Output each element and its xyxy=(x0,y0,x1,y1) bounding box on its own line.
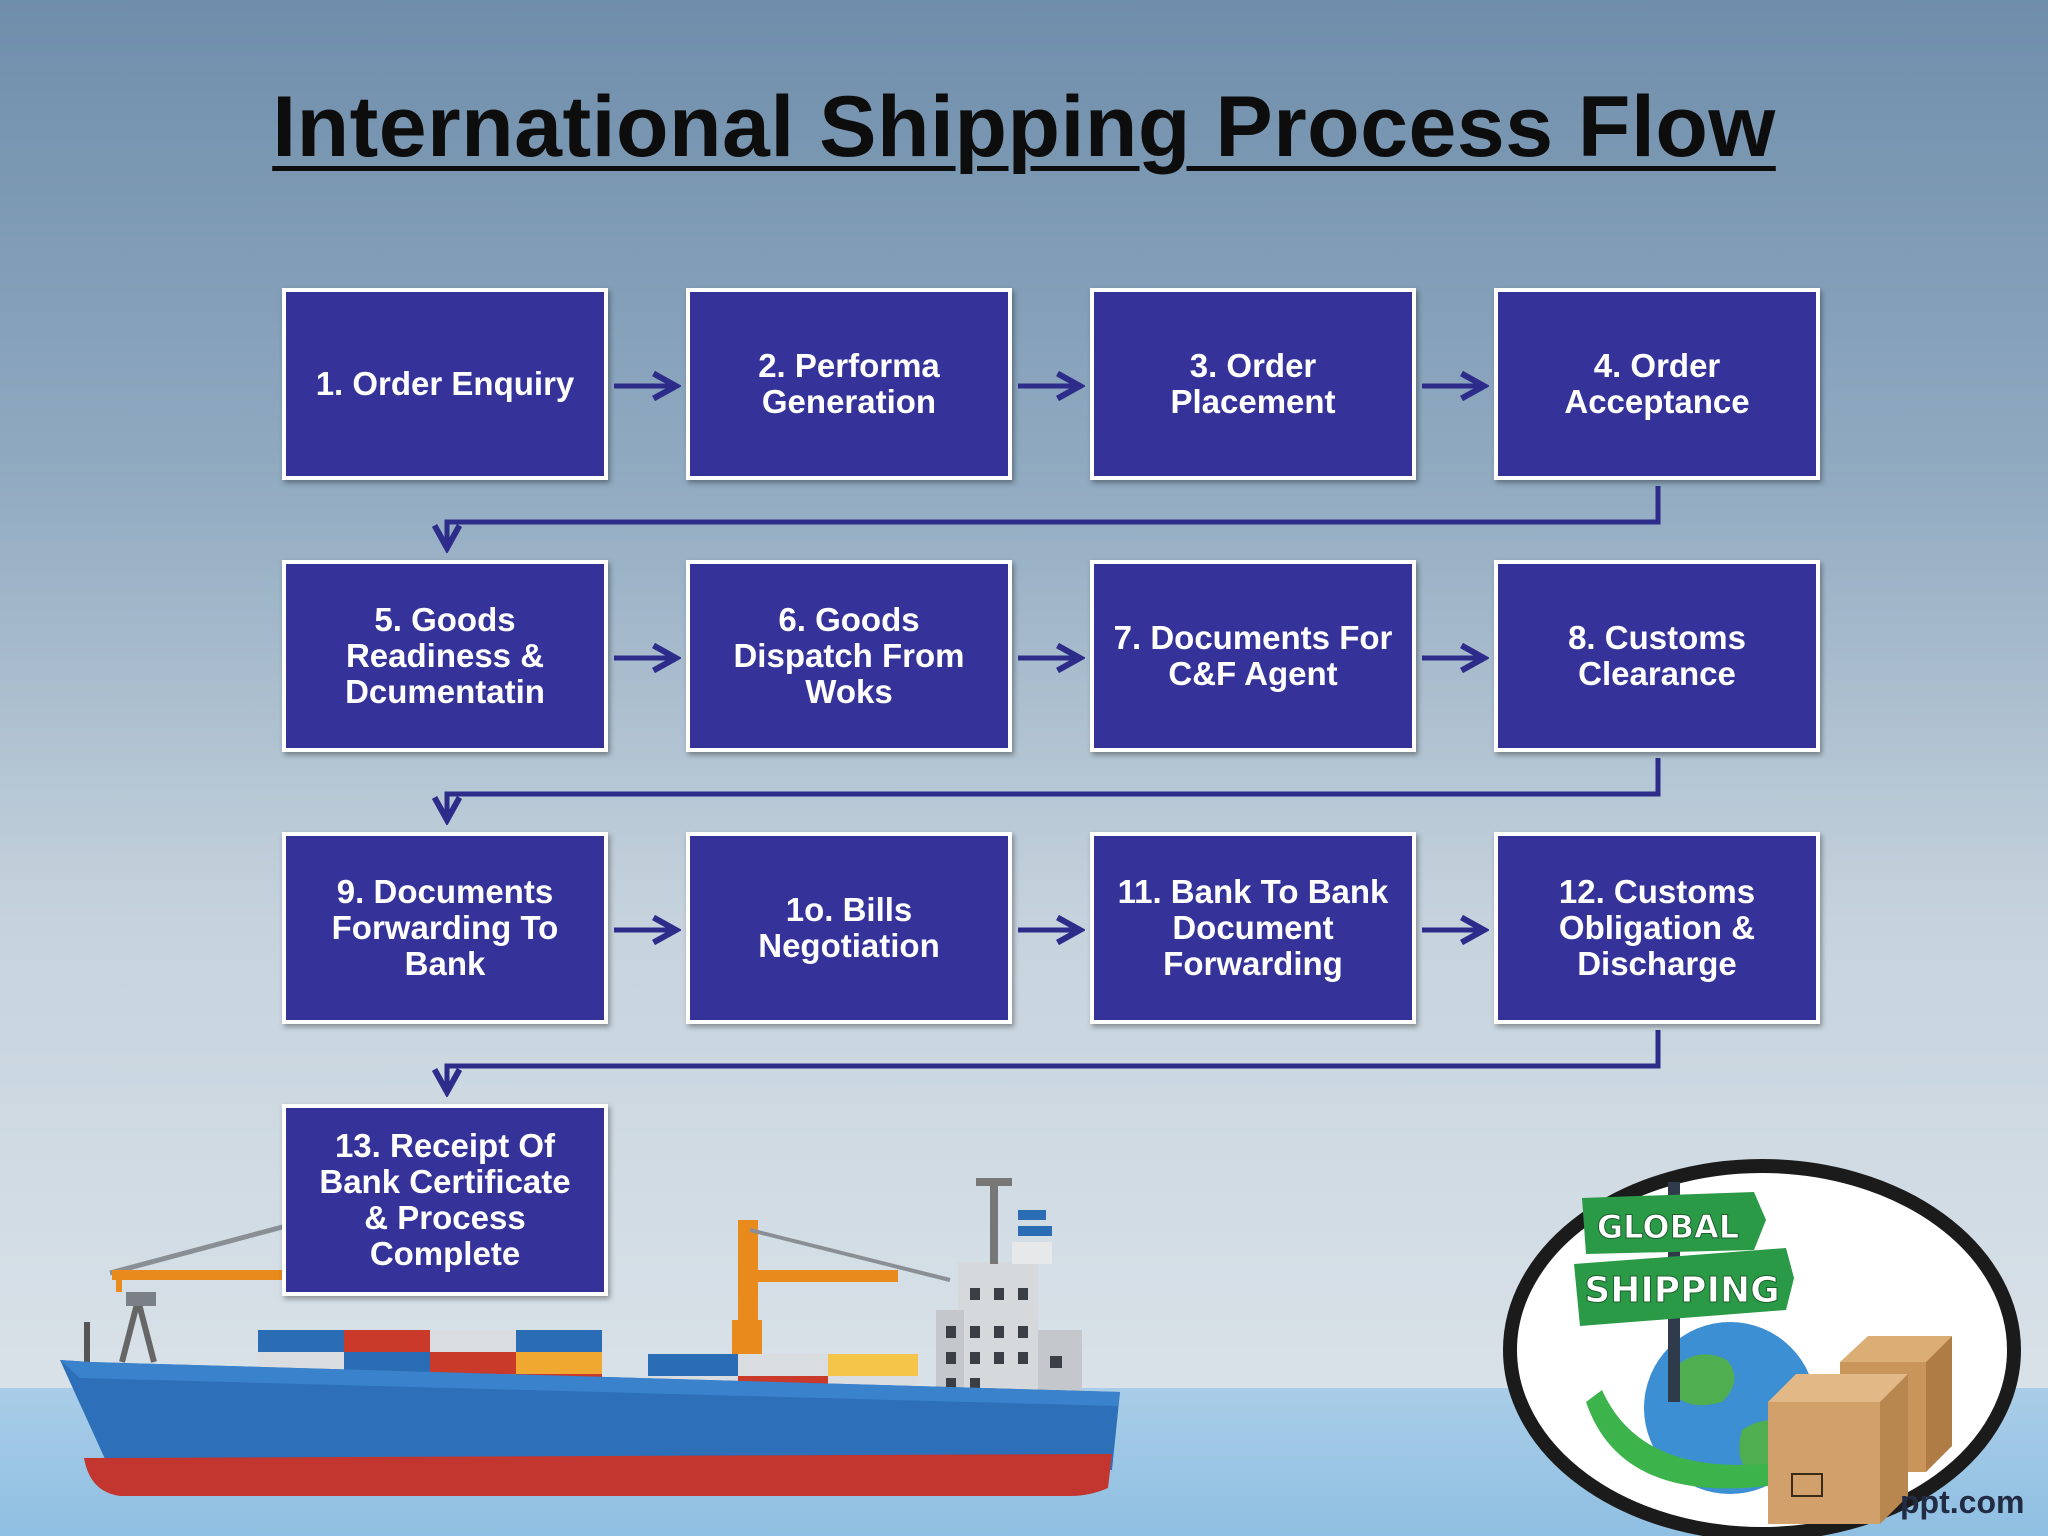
step-10-label: 1o. Bills Negotiation xyxy=(758,891,940,964)
step-13-receipt-of-bank-certificate: 13. Receipt Of Bank Certificate & Proces… xyxy=(282,1104,608,1296)
step-10-bills-negotiation: 1o. Bills Negotiation xyxy=(686,832,1012,1024)
step-5-label: 5. Goods Readiness & Dcumentatin xyxy=(345,601,545,710)
step-12-label: 12. Customs Obligation & Discharge xyxy=(1558,873,1756,982)
step-12-customs-obligation: 12. Customs Obligation & Discharge xyxy=(1494,832,1820,1024)
wrap-arrow-4-5 xyxy=(447,486,1661,548)
step-6-label: 6. Goods Dispatch From Woks xyxy=(733,601,965,710)
wrap-arrow-12-13 xyxy=(447,1030,1661,1092)
step-2-label: 2. Performa Generation xyxy=(758,347,940,420)
step-5-goods-readiness: 5. Goods Readiness & Dcumentatin xyxy=(282,560,608,752)
step-7-documents-for-cf-agent: 7. Documents For C&F Agent xyxy=(1090,560,1416,752)
step-8-customs-clearance: 8. Customs Clearance xyxy=(1494,560,1820,752)
step-3-label: 3. Order Placement xyxy=(1170,347,1336,420)
step-13-label: 13. Receipt Of Bank Certificate & Proces… xyxy=(319,1127,571,1272)
step-3-order-placement: 3. Order Placement xyxy=(1090,288,1416,480)
cargo-ship-illustration xyxy=(60,1178,1120,1496)
step-1-order-enquiry: 1. Order Enquiry xyxy=(282,288,608,480)
step-11-bank-to-bank: 11. Bank To Bank Document Forwarding xyxy=(1090,832,1416,1024)
wrap-arrow-8-9 xyxy=(447,758,1661,820)
step-9-documents-forwarding: 9. Documents Forwarding To Bank xyxy=(282,832,608,1024)
step-8-label: 8. Customs Clearance xyxy=(1568,619,1746,692)
step-7-label: 7. Documents For C&F Agent xyxy=(1113,619,1393,692)
step-2-performa-generation: 2. Performa Generation xyxy=(686,288,1012,480)
step-9-label: 9. Documents Forwarding To Bank xyxy=(331,873,559,982)
step-1-label: 1. Order Enquiry xyxy=(315,365,575,402)
global-shipping-badge: GLOBAL SHIPPING xyxy=(1503,1159,2021,1536)
step-4-label: 4. Order Acceptance xyxy=(1564,347,1750,420)
page-title: International Shipping Process Flow xyxy=(272,79,1776,175)
step-6-goods-dispatch: 6. Goods Dispatch From Woks xyxy=(686,560,1012,752)
badge-shipping-label: SHIPPING xyxy=(1584,1270,1779,1311)
footer-url-text: ppt.com xyxy=(1900,1484,2025,1520)
badge-global-label: GLOBAL xyxy=(1597,1208,1739,1246)
step-11-label: 11. Bank To Bank Document Forwarding xyxy=(1117,873,1389,982)
step-4-order-acceptance: 4. Order Acceptance xyxy=(1494,288,1820,480)
